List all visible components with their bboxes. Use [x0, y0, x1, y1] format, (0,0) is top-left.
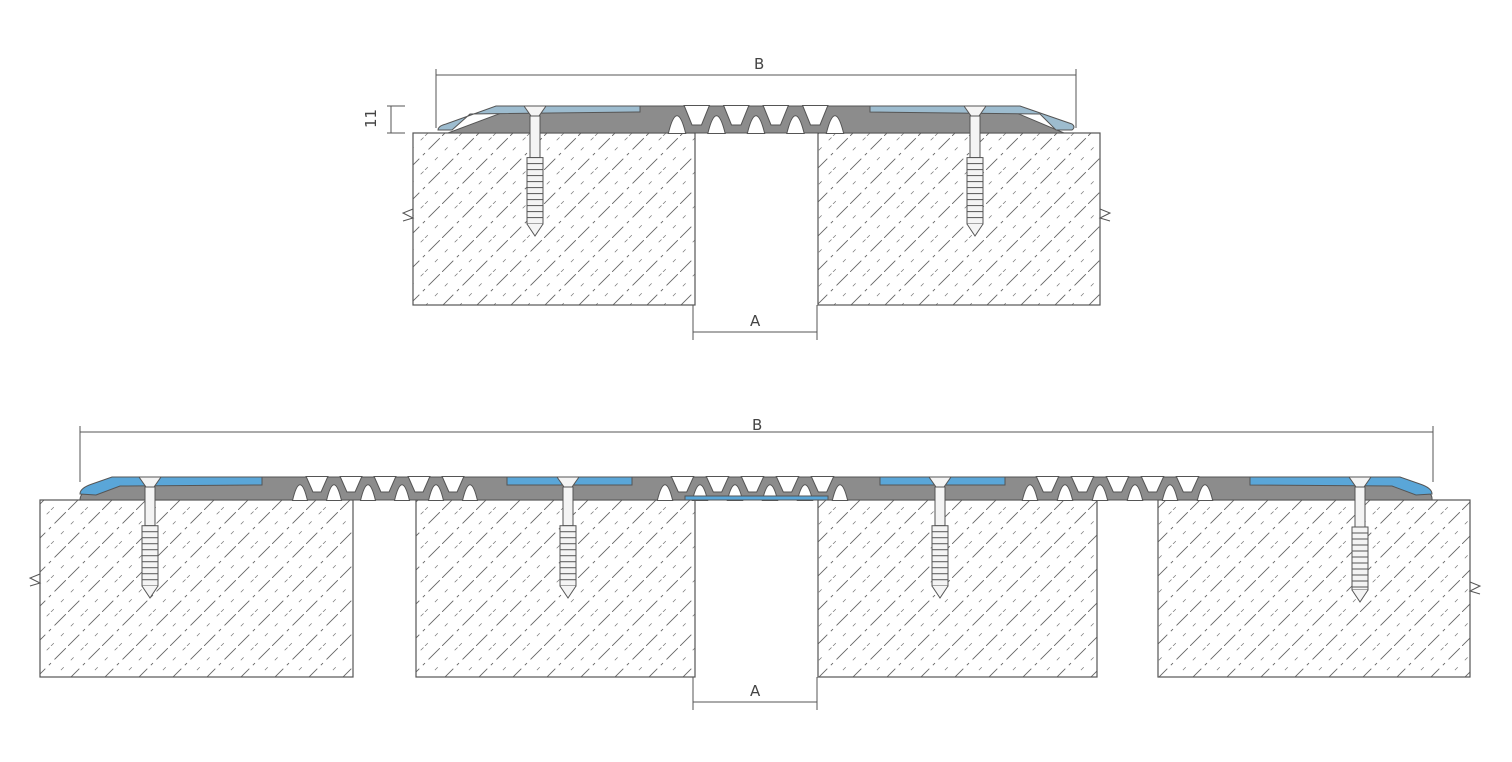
concrete-slab [817, 499, 1098, 678]
profile-flex-arch [1091, 484, 1109, 501]
bottom-section [28, 426, 1482, 710]
top-width-label-b: B [754, 55, 764, 73]
right-insert-strip [869, 105, 1075, 131]
profile-flex-arch [461, 484, 479, 501]
concrete-slab [412, 132, 696, 306]
profile-groove [305, 476, 329, 493]
profile-groove [339, 476, 363, 493]
bridge-plate [684, 495, 829, 501]
profile-flex-arch [393, 484, 411, 501]
profile-groove [1140, 476, 1165, 493]
top-height-label-11: 11 [362, 109, 380, 128]
concrete-slab [1157, 499, 1471, 678]
profile-flex-arch [359, 484, 377, 501]
top-gap-label-a: A [750, 312, 761, 330]
screw-shank [529, 115, 541, 159]
screw-shank [144, 486, 156, 527]
bottom-width-label-b: B [752, 416, 762, 434]
profile-flex-arch [291, 484, 309, 501]
profile-groove [810, 476, 835, 493]
profile-groove [705, 476, 730, 493]
screw-tip [931, 585, 949, 599]
profile-groove [373, 476, 397, 493]
screw-shank [969, 115, 981, 159]
left-insert-strip [437, 105, 641, 131]
profile-groove [683, 105, 711, 126]
profile-flex-arch [707, 115, 726, 134]
profile-groove [1105, 476, 1130, 493]
wall-plug [966, 157, 984, 225]
profile-groove [1035, 476, 1060, 493]
profile-flex-arch [1161, 484, 1179, 501]
top-section [387, 69, 1112, 340]
profile-flex-arch [1021, 484, 1039, 501]
screw-tip [559, 585, 577, 599]
concrete-slab [39, 499, 354, 678]
concrete-slab [415, 499, 696, 678]
profile-groove [801, 105, 829, 126]
screw-tip [526, 223, 544, 237]
profile-groove [1175, 476, 1200, 493]
profile-flex-arch [831, 484, 849, 501]
screw-tip [141, 585, 159, 599]
screw-tip [966, 223, 984, 237]
bottom-gap-label-a: A [750, 682, 761, 700]
profile-groove [441, 476, 465, 493]
profile-flex-arch [1056, 484, 1074, 501]
insert-strip [79, 476, 263, 496]
profile-flex-arch [746, 115, 766, 134]
screw-tip [1351, 589, 1369, 603]
profile-flex-arch [1196, 484, 1214, 501]
screw-shank [562, 486, 574, 527]
profile-flex-arch [325, 484, 343, 501]
break-line [1098, 208, 1112, 222]
wall-plug [526, 157, 544, 225]
profile-groove [762, 105, 790, 126]
break-line [28, 573, 42, 587]
break-line [1468, 581, 1482, 595]
profile-groove [740, 476, 765, 493]
profile-groove [722, 105, 750, 126]
profile-groove [670, 476, 695, 493]
profile-groove [1070, 476, 1095, 493]
profile-flex-arch [825, 115, 845, 134]
profile-flex-arch [1126, 484, 1144, 501]
profile-groove [775, 476, 800, 493]
concrete-slab [817, 132, 1101, 306]
profile-flex-arch [427, 484, 445, 501]
profile-groove [407, 476, 431, 493]
profile-flex-arch [786, 115, 805, 134]
profile-flex-arch [667, 115, 687, 134]
profile-flex-arch [656, 484, 674, 501]
screw-shank [934, 486, 946, 527]
break-line [401, 208, 415, 222]
screw-shank [1354, 486, 1366, 528]
insert-strip [1249, 476, 1433, 496]
